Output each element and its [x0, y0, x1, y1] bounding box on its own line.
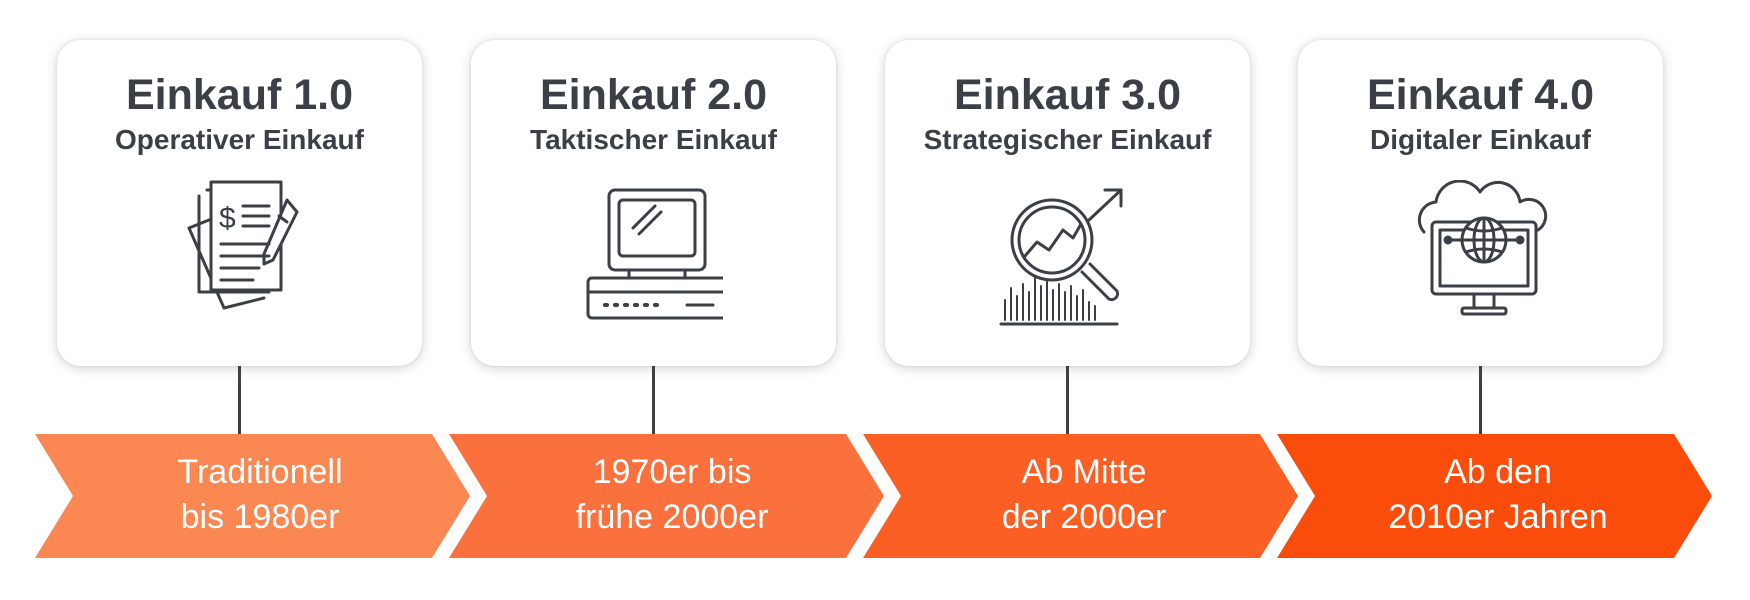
period-line-1: Ab Mitte	[1021, 453, 1147, 491]
retro-computer-icon	[583, 180, 723, 330]
stage-card-4: Einkauf 4.0 Digitaler Einkauf	[1298, 40, 1663, 366]
timeline-label-4: Ab den 2010er Jahren	[1338, 450, 1658, 540]
timeline-label-2: 1970er bis frühe 2000er	[512, 450, 832, 540]
svg-text:$: $	[219, 202, 236, 235]
stage-card-2: Einkauf 2.0 Taktischer Einkauf	[471, 40, 836, 366]
stage-subtitle: Operativer Einkauf	[115, 124, 364, 155]
period-line-2: der 2000er	[1001, 498, 1167, 536]
connector-line	[238, 366, 241, 434]
stage-title: Einkauf 4.0	[1366, 71, 1595, 119]
period-line-1: Ab den	[1444, 453, 1552, 491]
timeline-label-3: Ab Mitte der 2000er	[924, 450, 1244, 540]
connector-line	[1479, 366, 1482, 434]
period-line-2: bis 1980er	[180, 498, 340, 536]
period-line-2: frühe 2000er	[575, 498, 769, 536]
stage-title: Einkauf 1.0	[125, 71, 354, 119]
stage-subtitle: Strategischer Einkauf	[923, 124, 1212, 155]
stage-card-1: Einkauf 1.0 Operativer Einkauf $	[57, 40, 422, 366]
cloud-globe-monitor-icon	[1410, 180, 1550, 330]
stage-card-3: Einkauf 3.0 Strategischer Einkauf	[885, 40, 1250, 366]
period-line-1: 1970er bis	[592, 453, 752, 491]
stage-title: Einkauf 3.0	[953, 71, 1182, 119]
connector-line	[652, 366, 655, 434]
stage-title: Einkauf 2.0	[539, 71, 768, 119]
stage-subtitle: Digitaler Einkauf	[1370, 124, 1591, 155]
magnifier-growth-chart-icon	[997, 180, 1137, 330]
period-line-1: Traditionell	[177, 453, 343, 491]
document-dollar-pen-icon: $	[169, 180, 309, 330]
stage-subtitle: Taktischer Einkauf	[530, 124, 777, 155]
period-line-2: 2010er Jahren	[1388, 498, 1608, 536]
connector-line	[1066, 366, 1069, 434]
timeline-label-1: Traditionell bis 1980er	[100, 450, 420, 540]
